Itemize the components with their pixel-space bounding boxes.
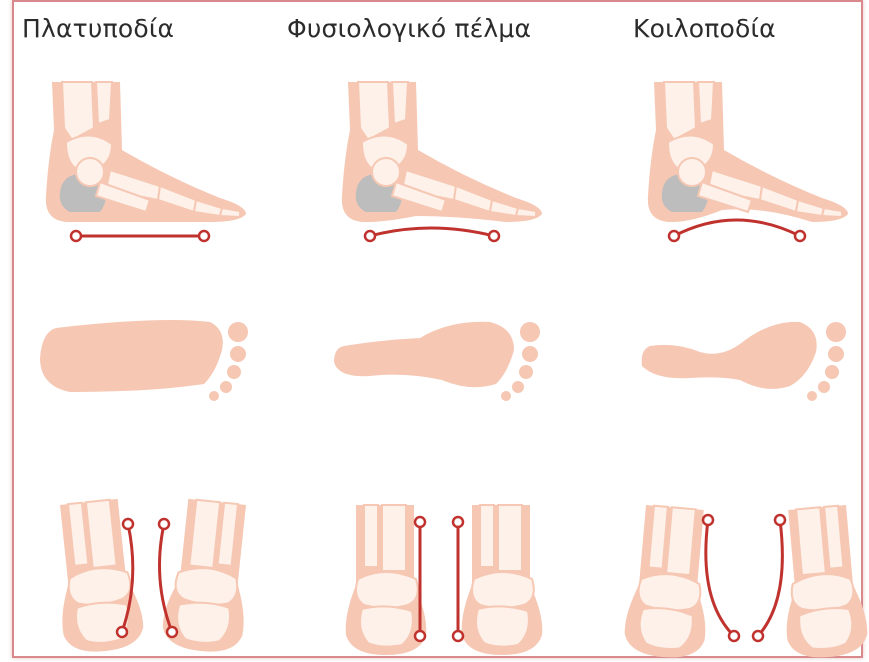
normal-foot-rear-view: [346, 505, 543, 655]
normal-foot-side-view: [342, 82, 542, 241]
flat-foot-rear-view: [50, 498, 256, 656]
arch-line: [370, 228, 494, 236]
flat-foot-side-view: [46, 82, 246, 241]
arch-line: [674, 220, 800, 236]
high-arch-rear-view: [623, 504, 869, 660]
high-arch-side-view: [648, 82, 848, 241]
flat-foot-footprint: [40, 320, 248, 401]
normal-foot-footprint: [334, 322, 540, 401]
high-arch-footprint: [642, 322, 846, 401]
